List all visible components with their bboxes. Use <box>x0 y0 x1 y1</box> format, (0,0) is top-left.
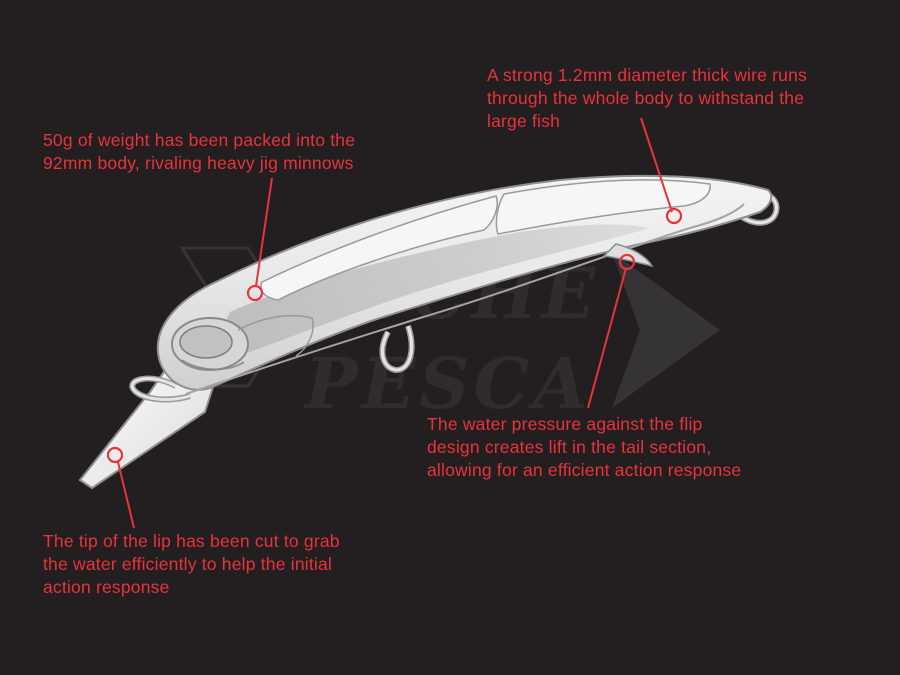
watermark-arrowhead-icon <box>612 252 720 408</box>
top-panel-rear <box>495 179 711 235</box>
callout-lip: The tip of the lip has been cut to grab … <box>43 530 340 599</box>
marker-wire <box>665 207 683 225</box>
callout-wire-line: through the whole body to withstand the <box>487 88 805 108</box>
marker-weight <box>246 284 264 302</box>
callout-wire-line: A strong 1.2mm diameter thick wire runs <box>487 65 807 85</box>
top-panel-front <box>260 195 498 301</box>
callout-weight: 50g of weight has been packed into the 9… <box>43 129 355 175</box>
marker-flip <box>618 253 636 271</box>
lure-illustration <box>78 174 780 490</box>
marker-lip <box>106 446 124 464</box>
callout-lip-line: the water efficiently to help the initia… <box>43 554 333 574</box>
callout-weight-line: 92mm body, rivaling heavy jig minnows <box>43 153 354 173</box>
callout-wire-line: large fish <box>487 111 561 131</box>
through-wire <box>185 203 745 395</box>
leader-line-lip <box>117 461 135 529</box>
weight-chamber <box>225 224 651 352</box>
callout-flip-line: design creates lift in the tail section, <box>427 437 712 457</box>
leader-line-flip <box>587 267 627 409</box>
callout-leaders <box>106 117 683 529</box>
callout-flip-line: allowing for an efficient action respons… <box>427 460 742 480</box>
callout-wire: A strong 1.2mm diameter thick wire runs … <box>487 64 807 133</box>
watermark-text-pesca: PESCA <box>303 342 592 425</box>
callout-flip-line: The water pressure against the flip <box>427 414 703 434</box>
callout-lip-line: action response <box>43 577 170 597</box>
eye-icon <box>179 325 233 359</box>
leader-line-wire <box>640 117 673 213</box>
callout-weight-line: 50g of weight has been packed into the <box>43 130 356 150</box>
callout-lip-line: The tip of the lip has been cut to grab <box>43 531 340 551</box>
leader-line-weight <box>255 177 273 287</box>
callout-flip: The water pressure against the flip desi… <box>427 413 741 482</box>
